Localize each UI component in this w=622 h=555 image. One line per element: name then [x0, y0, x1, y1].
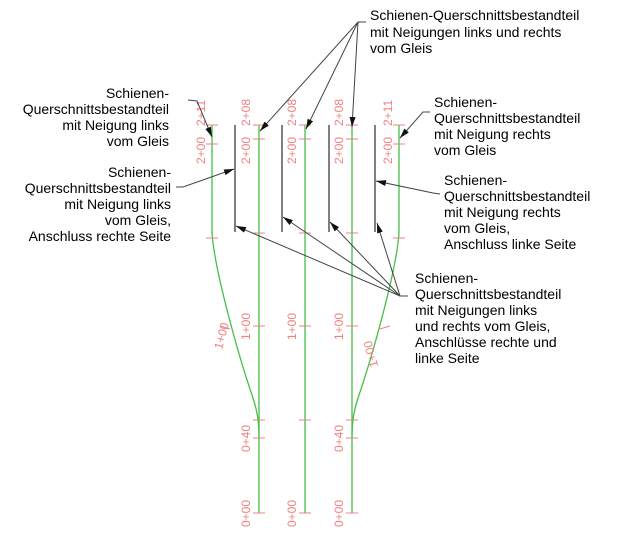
station-label: 2+00: [285, 137, 299, 164]
svg-text:Schienen-: Schienen-: [108, 164, 171, 180]
station-label: 2+00: [381, 137, 395, 164]
annotation-right-middle: Schienen- Querschnittsbestandteil mit Ne…: [444, 172, 590, 252]
svg-text:vom Gleis: vom Gleis: [370, 40, 432, 56]
svg-text:Anschlüsse rechte und: Anschlüsse rechte und: [415, 334, 557, 350]
svg-text:vom Gleis,: vom Gleis,: [105, 212, 171, 228]
station-label: 1+00: [332, 313, 346, 340]
svg-text:mit Neigungen links und rechts: mit Neigungen links und rechts: [370, 24, 561, 40]
station-label: 1+00: [361, 339, 382, 369]
svg-text:Schienen-Querschnittsbestandte: Schienen-Querschnittsbestandteil: [370, 7, 579, 23]
alignments: [211, 125, 400, 513]
annotation-right-top: Schienen- Querschnittsbestandteil mit Ne…: [434, 94, 580, 158]
svg-text:Querschnittsbestandteil: Querschnittsbestandteil: [23, 101, 169, 117]
svg-text:mit Neigung rechts: mit Neigung rechts: [434, 126, 551, 142]
station-labels: 2+00 2+11 2+00 2+08 2+00 2+08 2+00 2+08 …: [194, 99, 395, 527]
station-label: 0+00: [285, 500, 299, 527]
alignment-left-branch: [211, 125, 260, 439]
annotation-left-middle: Schienen- Querschnittsbestandteil mit Ne…: [25, 164, 172, 244]
alignment-right-branch: [351, 125, 400, 439]
svg-text:vom Gleis: vom Gleis: [107, 133, 169, 149]
svg-text:und rechts vom Gleis,: und rechts vom Gleis,: [415, 318, 550, 334]
svg-text:mit Neigung links: mit Neigung links: [64, 196, 171, 212]
leader-lines: [176, 21, 441, 297]
station-label: 2+08: [332, 99, 346, 126]
station-label: 2+08: [239, 99, 253, 126]
station-label: 0+40: [239, 425, 253, 452]
station-label: 1+00: [239, 313, 253, 340]
svg-text:Schienen-: Schienen-: [434, 94, 497, 110]
station-label: 0+40: [332, 425, 346, 452]
station-label: 2+00: [332, 137, 346, 164]
annotation-top-center: Schienen-Querschnittsbestandteil mit Nei…: [370, 7, 579, 56]
svg-text:mit Neigung links: mit Neigung links: [62, 117, 169, 133]
svg-text:linke Seite: linke Seite: [415, 350, 480, 366]
station-label: 2+00: [239, 137, 253, 164]
svg-text:Querschnittsbestandteil: Querschnittsbestandteil: [25, 180, 171, 196]
svg-text:Anschluss linke Seite: Anschluss linke Seite: [444, 236, 577, 252]
svg-text:Schienen-: Schienen-: [415, 270, 478, 286]
station-label: 0+00: [239, 500, 253, 527]
svg-text:vom Gleis: vom Gleis: [434, 142, 496, 158]
annotation-left-top: Schienen- Querschnittsbestandteil mit Ne…: [23, 85, 170, 149]
svg-text:Querschnittsbestandteil: Querschnittsbestandteil: [415, 286, 561, 302]
svg-text:mit Neigung rechts: mit Neigung rechts: [444, 204, 561, 220]
svg-text:Querschnittsbestandteil: Querschnittsbestandteil: [444, 188, 590, 204]
station-label: 2+11: [381, 100, 395, 126]
station-label: 2+00: [194, 137, 208, 164]
svg-text:Schienen-: Schienen-: [444, 172, 507, 188]
svg-text:Schienen-: Schienen-: [106, 85, 169, 101]
svg-text:Anschluss rechte Seite: Anschluss rechte Seite: [29, 228, 172, 244]
station-label: 2+08: [285, 99, 299, 126]
svg-text:mit Neigungen links: mit Neigungen links: [415, 302, 537, 318]
station-label: 1+00: [211, 321, 232, 351]
svg-text:vom Gleis,: vom Gleis,: [444, 220, 510, 236]
svg-text:Querschnittsbestandteil: Querschnittsbestandteil: [434, 110, 580, 126]
station-label: 1+00: [285, 313, 299, 340]
station-label: 0+00: [332, 500, 346, 527]
components: [234, 125, 376, 232]
annotation-bottom-right: Schienen- Querschnittsbestandteil mit Ne…: [415, 270, 561, 366]
